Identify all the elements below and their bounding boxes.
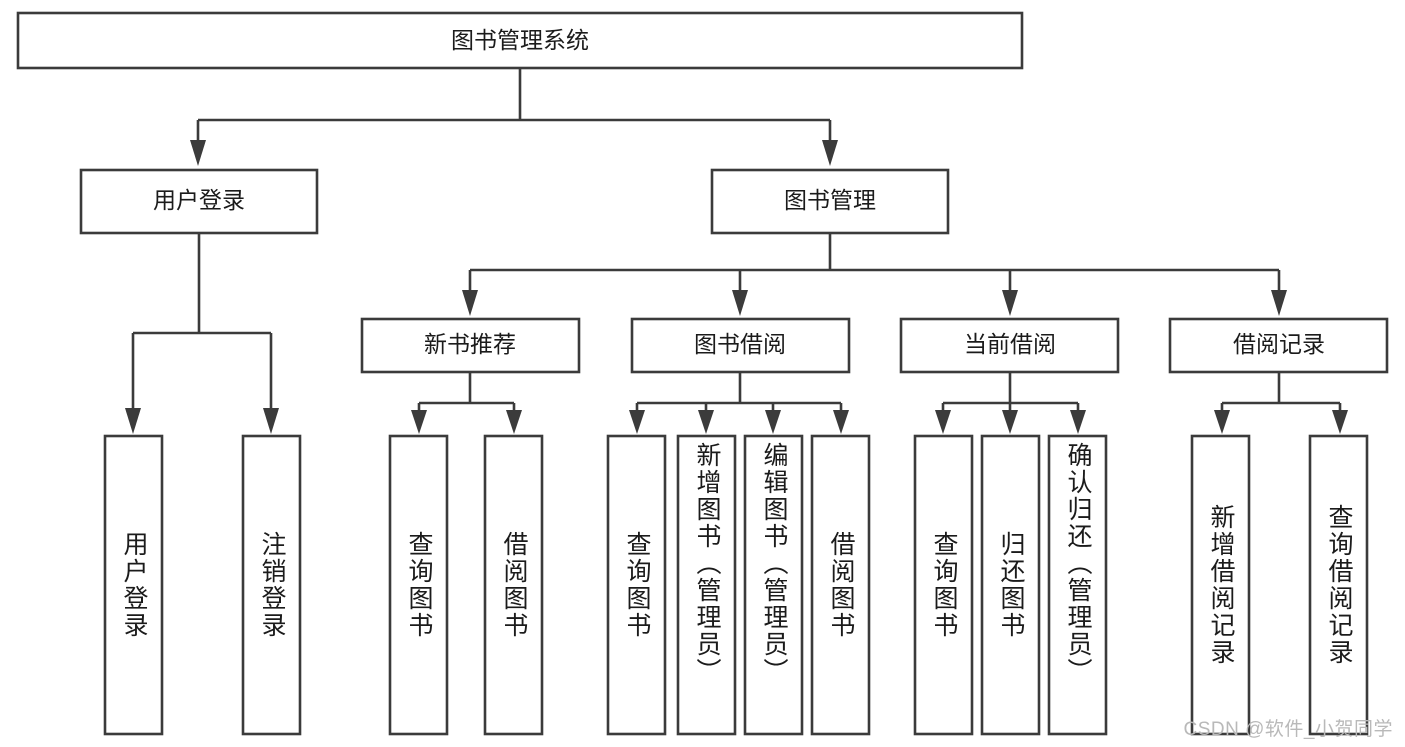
- arrow-level3-node-2: [732, 290, 748, 316]
- leaf-box-borrow-4[interactable]: [810, 434, 871, 736]
- arrow-borrow-leaf-3: [765, 410, 781, 434]
- node-root-box[interactable]: [16, 11, 1024, 70]
- arrow-level3-node-1: [462, 290, 478, 316]
- leaf-box-user-login-1[interactable]: [103, 434, 164, 736]
- arrow-borrow-leaf-4: [833, 410, 849, 434]
- node-new-book-recommend-label: 新书推荐: [424, 331, 516, 357]
- arrow-record-leaf-1: [1214, 410, 1230, 434]
- leaf-box-recommend-1[interactable]: [388, 434, 449, 736]
- arrow-recommend-leaf-2: [506, 410, 522, 434]
- node-borrow-record-box[interactable]: [1168, 317, 1389, 374]
- leaf-box-current-2[interactable]: [980, 434, 1041, 736]
- leaf-box-record-1[interactable]: [1190, 434, 1251, 736]
- arrow-current-leaf-3: [1070, 410, 1086, 434]
- arrow-level3-node-4: [1271, 290, 1287, 316]
- arrow-to-user-login: [190, 140, 206, 166]
- node-book-borrow-box[interactable]: [630, 317, 851, 374]
- arrow-level3-node-3: [1002, 290, 1018, 316]
- arrow-recommend-leaf-1: [411, 410, 427, 434]
- node-borrow-record-label: 借阅记录: [1233, 331, 1325, 357]
- watermark-text: CSDN @软件_小贺同学: [1183, 719, 1393, 740]
- leaf-box-borrow-1[interactable]: [606, 434, 667, 736]
- node-book-borrow-label: 图书借阅: [694, 331, 786, 357]
- node-new-book-recommend-box[interactable]: [360, 317, 581, 374]
- arrow-borrow-leaf-2: [698, 410, 714, 434]
- leaf-box-borrow-3[interactable]: [743, 434, 804, 736]
- arrow-user-login-leaf-1: [125, 408, 141, 434]
- arrow-current-leaf-2: [1002, 410, 1018, 434]
- leaf-box-current-1[interactable]: [913, 434, 974, 736]
- node-book-manage-label: 图书管理: [784, 187, 876, 213]
- arrow-current-leaf-1: [935, 410, 951, 434]
- node-user-login-label: 用户登录: [153, 187, 245, 213]
- node-current-borrow-box[interactable]: [899, 317, 1120, 374]
- node-book-manage-box[interactable]: [710, 168, 950, 235]
- arrow-borrow-leaf-1: [629, 410, 645, 434]
- arrow-to-book-manage: [822, 140, 838, 166]
- node-current-borrow-label: 当前借阅: [964, 331, 1056, 357]
- node-root-label: 图书管理系统: [451, 27, 589, 53]
- arrow-record-leaf-2: [1332, 410, 1348, 434]
- leaf-box-current-3[interactable]: [1047, 434, 1108, 736]
- leaf-box-user-login-2[interactable]: [241, 434, 302, 736]
- leaf-box-recommend-2[interactable]: [483, 434, 544, 736]
- arrow-user-login-leaf-2: [263, 408, 279, 434]
- leaf-box-record-2[interactable]: [1308, 434, 1369, 736]
- leaf-box-borrow-2[interactable]: [676, 434, 737, 736]
